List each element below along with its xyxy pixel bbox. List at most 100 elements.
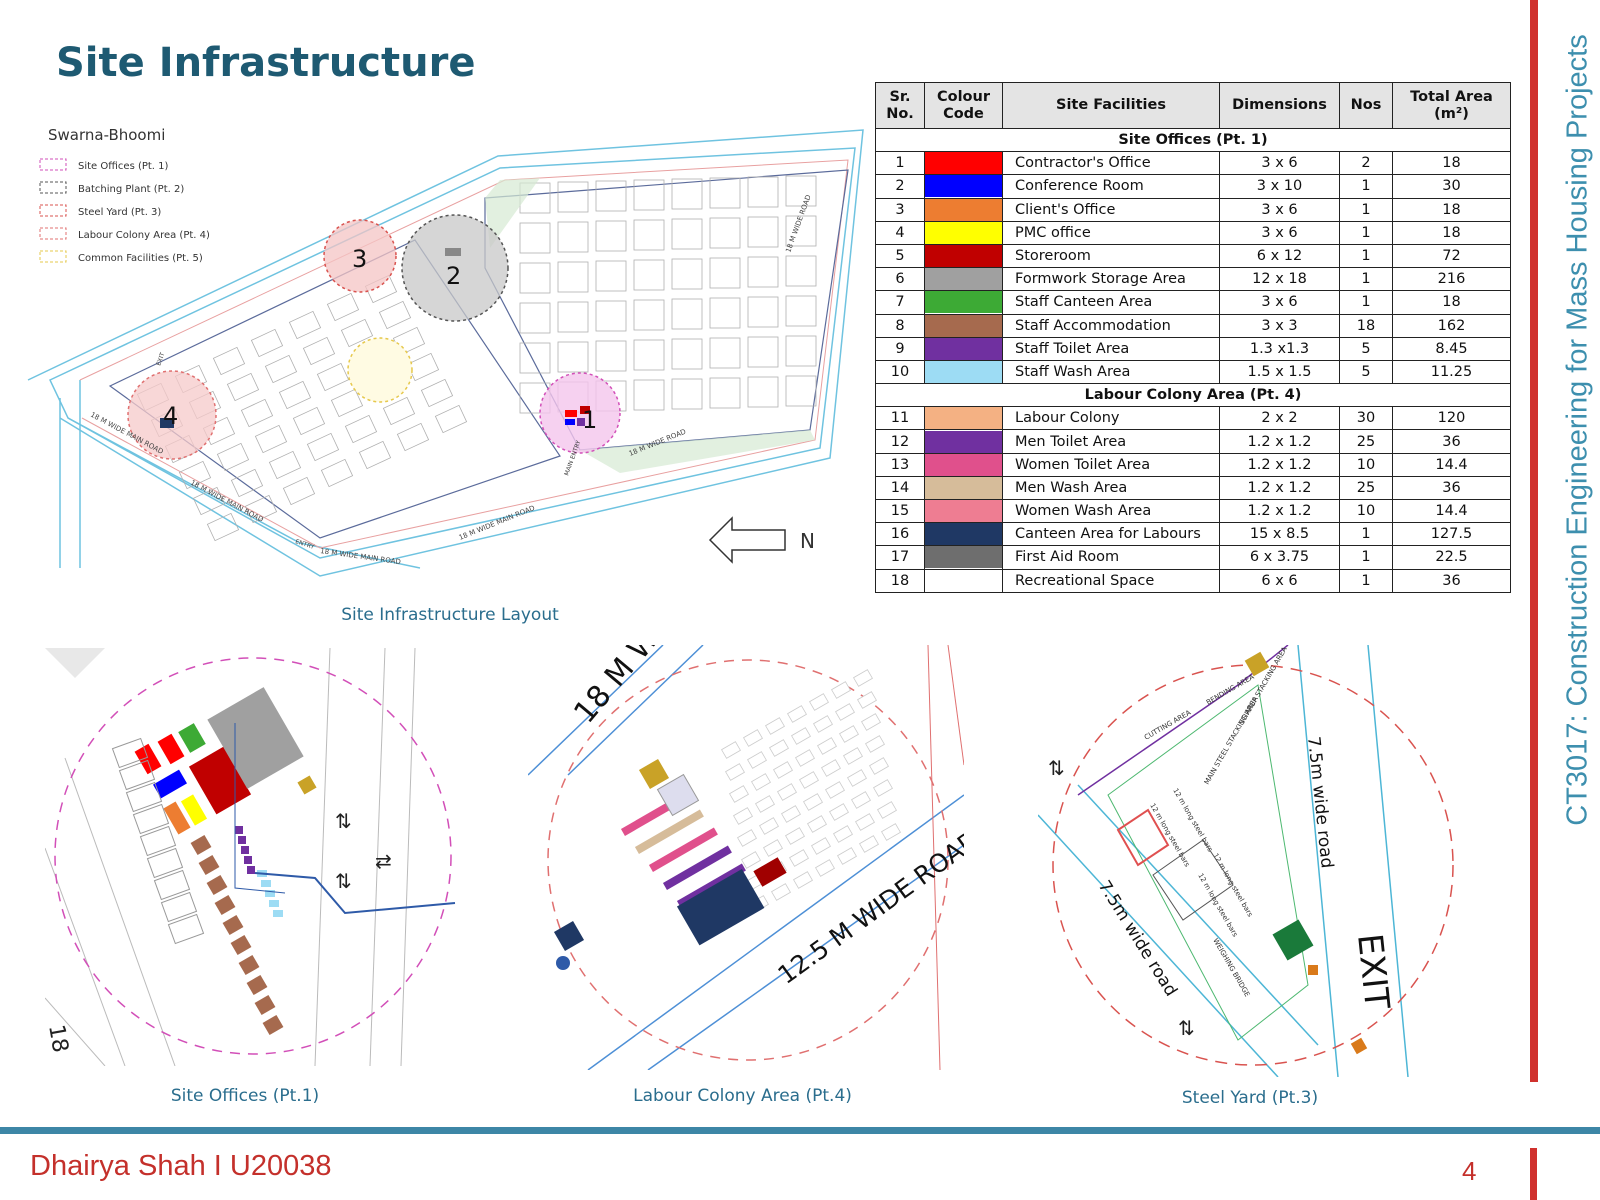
facility-cell: Men Toilet Area [1002, 429, 1220, 454]
nos-cell: 1 [1339, 174, 1393, 199]
facility-cell: Client's Office [1002, 197, 1220, 222]
building-block [282, 476, 316, 506]
legend-label: Common Facilities (Pt. 5) [78, 253, 203, 264]
legend-label: Batching Plant (Pt. 2) [78, 184, 184, 195]
toilet-row [662, 845, 732, 890]
labour-hut [733, 807, 753, 825]
staff-accommodation-block [206, 874, 228, 896]
area-cell: 72 [1392, 243, 1511, 269]
area-cell: 14.4 [1392, 452, 1511, 477]
colour-code-fill [925, 245, 1002, 268]
building-grid-west [136, 274, 468, 542]
sr-cell: 5 [875, 243, 925, 269]
dimensions-cell: 2 x 2 [1219, 406, 1340, 431]
facility-cell: Staff Wash Area [1002, 359, 1220, 385]
facility-block [134, 743, 162, 775]
building-block [709, 297, 741, 329]
sr-cell: 3 [875, 197, 925, 222]
dimensions-cell: 3 x 6 [1219, 151, 1340, 176]
facility-cell: PMC office [1002, 220, 1220, 245]
facility-cell: Storeroom [1002, 243, 1220, 269]
labour-colony-zone [127, 370, 217, 460]
area-cell: 162 [1392, 313, 1511, 338]
building-block [434, 404, 468, 434]
colour-code-fill [925, 523, 1002, 546]
colour-code-fill [925, 337, 1002, 360]
building-block [671, 218, 703, 250]
building-block [396, 422, 430, 452]
building-block [709, 177, 741, 209]
building-block [216, 442, 250, 472]
colour-code-fill [925, 360, 1002, 383]
labour-hut [737, 829, 757, 847]
labour-hut [865, 735, 885, 753]
labour-hut [869, 757, 889, 775]
staff-toilet-block [160, 891, 198, 923]
facility-cell: Formwork Storage Area [1002, 267, 1220, 292]
facility-cell: First Aid Room [1002, 545, 1220, 570]
nos-cell: 25 [1339, 429, 1393, 454]
dimensions-cell: 3 x 6 [1219, 290, 1340, 315]
building-block [519, 262, 551, 294]
building-block [785, 175, 817, 207]
building-block [633, 299, 665, 331]
labour-hut [877, 801, 897, 819]
building-block [226, 372, 260, 402]
building-block [519, 222, 551, 254]
labour-hut [773, 761, 793, 779]
building-block [671, 378, 703, 410]
wash-unit [261, 880, 271, 887]
building-block [316, 362, 350, 392]
dimensions-cell: 12 x 18 [1219, 267, 1340, 292]
building-block [268, 450, 302, 480]
section-title: Labour Colony Area (Pt. 4) [875, 383, 1511, 408]
building-block [595, 220, 627, 252]
footer-divider [0, 1127, 1600, 1134]
colour-code-fill [925, 569, 1002, 592]
dimensions-cell: 1.3 x1.3 [1219, 336, 1340, 361]
colour-code-fill [925, 476, 1002, 499]
sr-cell: 8 [875, 313, 925, 338]
building-block [206, 512, 240, 542]
steel-yard-caption: Steel Yard (Pt.3) [1181, 1088, 1319, 1108]
facility-block [207, 687, 304, 789]
building-block [519, 342, 551, 374]
building-block [192, 486, 226, 516]
labour-hut [857, 691, 877, 709]
facility-cell: Staff Canteen Area [1002, 290, 1220, 315]
building-block [378, 300, 412, 330]
facility-cell: Men Wash Area [1002, 475, 1220, 501]
building-block [747, 176, 779, 208]
dimensions-cell: 1.2 x 1.2 [1219, 452, 1340, 477]
col-colour-header: Colour Code [924, 82, 1003, 129]
staff-toilet-block [111, 737, 149, 769]
sr-cell: 4 [875, 220, 925, 245]
footer-author: Dhairya Shah I U20038 [30, 1150, 332, 1182]
nos-cell: 1 [1339, 290, 1393, 315]
legend-swatch [39, 227, 67, 240]
building-block [633, 339, 665, 371]
colour-swatch [924, 359, 1003, 385]
labour-hut [763, 839, 783, 857]
steel-yard-zone [323, 219, 397, 293]
colour-code-fill [925, 152, 1002, 175]
sr-cell: 11 [875, 406, 925, 431]
toilet-unit [238, 836, 246, 844]
facility-cell: Contractor's Office [1002, 151, 1220, 176]
colour-swatch [924, 429, 1003, 454]
dimensions-cell: 6 x 12 [1219, 243, 1340, 269]
road-label-sw: 18 M WIDE MAIN ROAD [189, 479, 264, 524]
building-block [557, 261, 589, 293]
sr-cell: 16 [875, 522, 925, 547]
colour-swatch [924, 290, 1003, 315]
dimensions-cell: 1.2 x 1.2 [1219, 498, 1340, 524]
area-cell: 30 [1392, 174, 1511, 199]
building-block [671, 338, 703, 370]
